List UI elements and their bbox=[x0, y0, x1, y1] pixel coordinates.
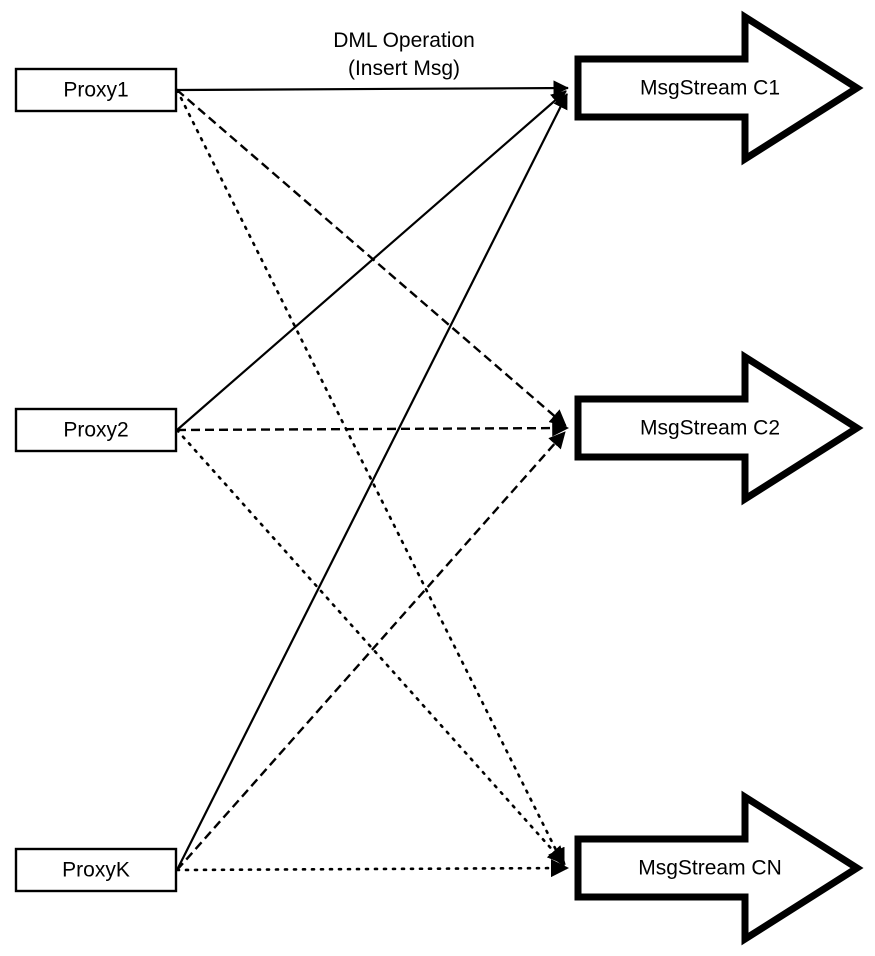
proxy1-label: Proxy1 bbox=[63, 79, 128, 102]
msgstream-c2-node[interactable]: MsgStream C2 bbox=[574, 350, 864, 506]
proxyk-label: ProxyK bbox=[62, 859, 130, 882]
caption-line-2: (Insert Msg) bbox=[348, 57, 460, 80]
edge-proxy2-to-c1 bbox=[176, 90, 567, 431]
edge-proxy2-to-c2 bbox=[176, 419, 570, 437]
edge-proxyk-to-c1 bbox=[176, 93, 568, 871]
edge-proxyk-to-cn bbox=[175, 858, 570, 878]
msgstream-c2-arrow-shape[interactable] bbox=[574, 350, 864, 506]
msgstream-cn-node[interactable]: MsgStream CN bbox=[574, 790, 864, 946]
edge-proxyk-to-c2 bbox=[176, 431, 566, 871]
msgstream-c2-label: MsgStream C2 bbox=[640, 417, 780, 440]
proxyk-box[interactable] bbox=[14, 847, 178, 893]
msgstream-c1-arrow-shape[interactable] bbox=[574, 10, 864, 166]
proxy2-node[interactable]: Proxy2 bbox=[14, 407, 178, 453]
proxy1-box[interactable] bbox=[14, 67, 178, 113]
edge-proxy1-to-cn bbox=[175, 88, 566, 868]
edge-proxy1-to-c1 bbox=[176, 80, 569, 96]
caption-line-1: DML Operation bbox=[333, 29, 475, 52]
proxy2-label: Proxy2 bbox=[63, 419, 128, 442]
edge-layer bbox=[175, 80, 570, 878]
msgstream-c1-node[interactable]: MsgStream C1 bbox=[574, 10, 864, 166]
msgstream-cn-arrow-shape[interactable] bbox=[574, 790, 864, 946]
dml-operation-caption: DML Operation (Insert Msg) bbox=[333, 29, 475, 80]
msgstream-cn-label: MsgStream CN bbox=[638, 857, 782, 880]
msgstream-c1-label: MsgStream C1 bbox=[640, 77, 780, 100]
edge-proxy2-to-cn bbox=[175, 428, 567, 866]
proxy2-box[interactable] bbox=[14, 407, 178, 453]
edge-proxy1-to-c2 bbox=[176, 89, 567, 427]
proxyk-node[interactable]: ProxyK bbox=[14, 847, 178, 893]
proxy1-node[interactable]: Proxy1 bbox=[14, 67, 178, 113]
